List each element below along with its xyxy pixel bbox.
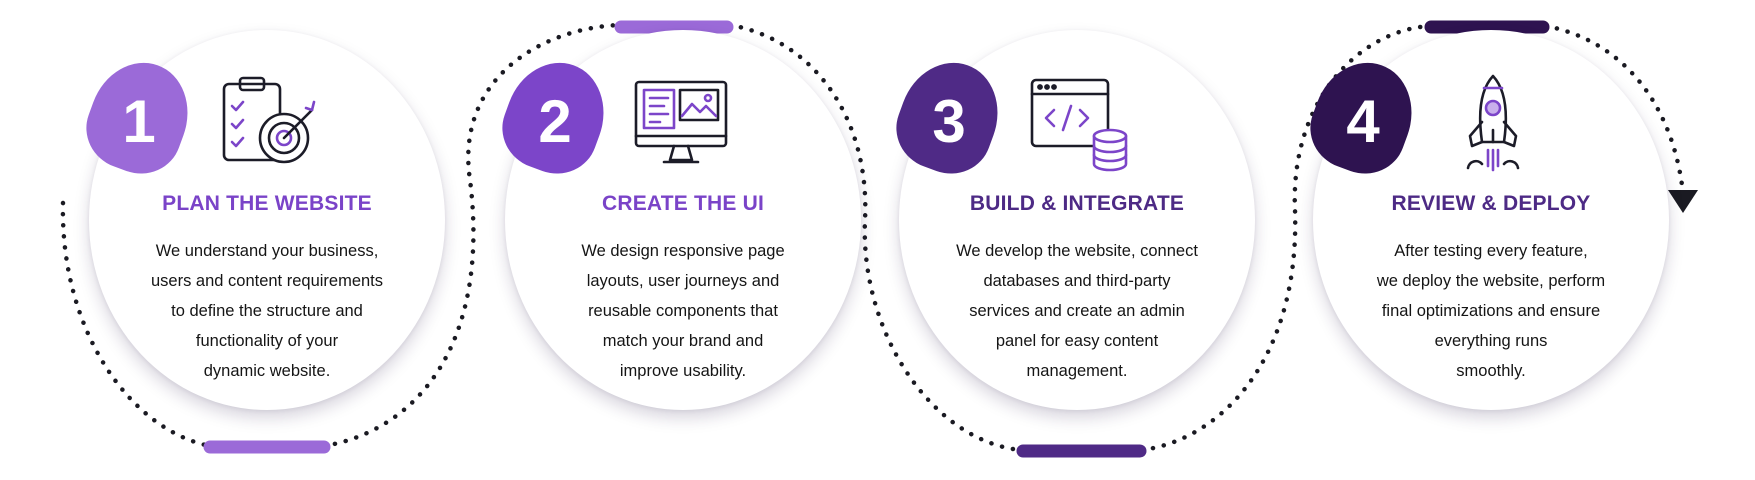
step-number: 3	[932, 88, 966, 155]
description-line: We understand your business,	[155, 242, 379, 260]
description-line: everything runs	[1434, 332, 1548, 350]
rocket-icon	[1466, 74, 1520, 172]
description-line: users and content requirements	[150, 272, 384, 290]
description-line: reusable components that	[588, 302, 778, 320]
step-description: We understand your business, users and c…	[129, 236, 405, 386]
description-line: improve usability.	[619, 362, 747, 380]
step-card-create-ui: 2 CREATE THE UI We design responsive pag…	[491, 30, 861, 410]
step-number: 1	[122, 88, 156, 155]
description-line: databases and third-party	[983, 272, 1171, 290]
step-description: We design responsive page layouts, user …	[545, 236, 821, 386]
step-card-build: 3 BUILD & INTEGRATE We develop the websi…	[885, 30, 1255, 410]
step-title: BUILD & INTEGRATE	[969, 192, 1185, 215]
step-number: 2	[538, 88, 572, 155]
description-line: services and create an admin	[969, 302, 1185, 320]
description-line: panel for easy content	[995, 332, 1159, 350]
description-line: dynamic website.	[203, 362, 331, 380]
description-line: match your brand and	[602, 332, 764, 350]
description-line: After testing every feature,	[1394, 242, 1588, 260]
step-title: PLAN THE WEBSITE	[162, 192, 372, 215]
step-title: CREATE THE UI	[601, 192, 765, 215]
description-line: functionality of your	[195, 332, 339, 350]
description-line: final optimizations and ensure	[1381, 302, 1601, 320]
description-line: We develop the website, connect	[956, 242, 1198, 260]
description-line: to define the structure and	[171, 302, 363, 320]
description-line: management.	[1026, 362, 1128, 380]
step-card-deploy: 4 REVIEW & DEPLOY After testing every fe…	[1299, 30, 1669, 410]
monitor-layout-icon	[634, 80, 728, 164]
clipboard-target-icon	[222, 76, 316, 164]
connector-arc-3-4	[1139, 23, 1433, 453]
description-line: We design responsive page	[581, 242, 785, 260]
step-title: REVIEW & DEPLOY	[1391, 192, 1591, 215]
connector-arc-1-2	[321, 22, 623, 449]
description-line: layouts, user journeys and	[586, 272, 780, 290]
connector-arrowhead-icon	[1668, 190, 1698, 213]
code-database-icon	[1030, 78, 1128, 172]
step-description: We develop the website, connect database…	[939, 236, 1215, 386]
step-number: 4	[1346, 88, 1380, 155]
step-description: After testing every feature, we deploy t…	[1353, 236, 1629, 386]
description-line: smoothly.	[1456, 362, 1526, 380]
description-line: we deploy the website, perform	[1376, 272, 1606, 290]
step-card-plan: 1 PLAN THE WEBSITE We understand your bu…	[75, 30, 445, 410]
